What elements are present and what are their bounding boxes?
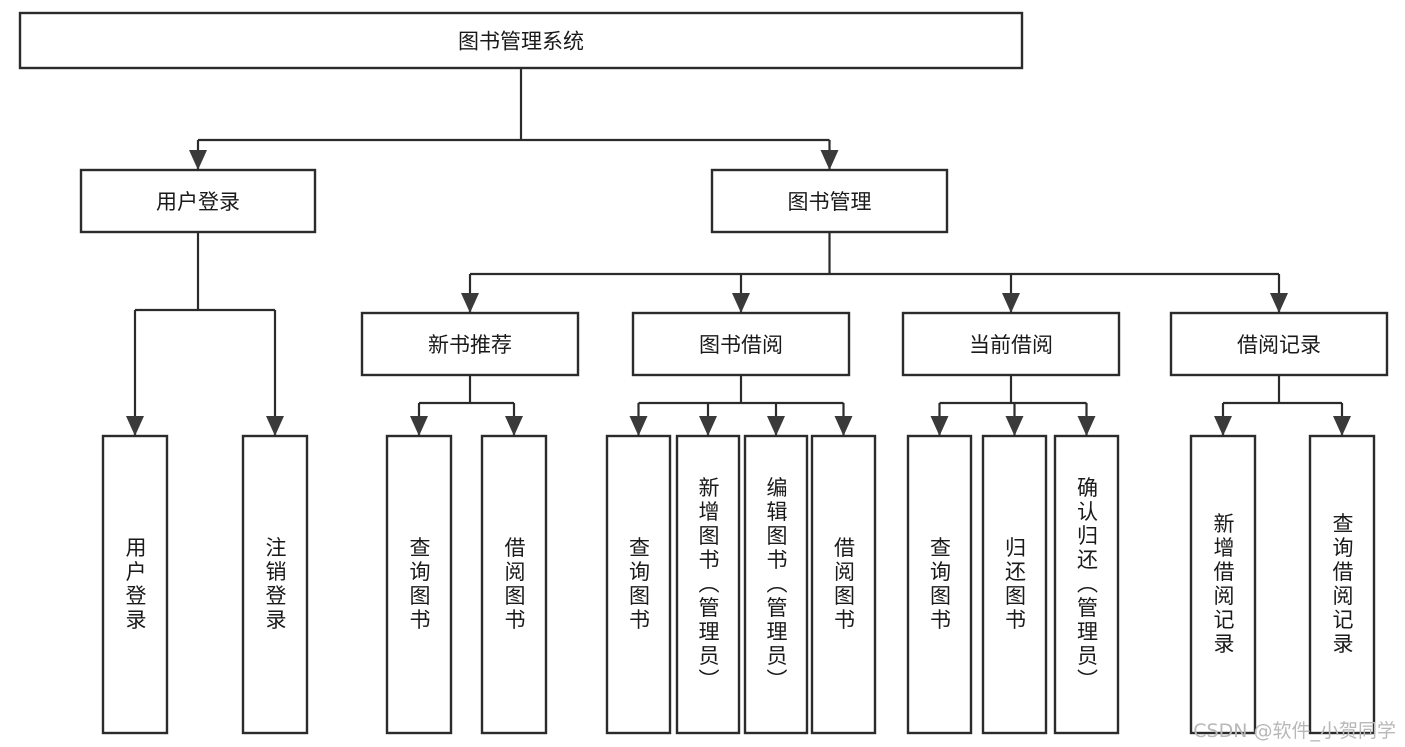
node-box-borrow-record (1169, 311, 1389, 377)
node-box-leaf-user-logout (241, 434, 309, 735)
arrow-head-icon (1077, 416, 1096, 436)
node-user-login[interactable]: 用户登录 (79, 168, 317, 234)
node-label-leaf-add-book: 新增图书（管理员） (696, 477, 720, 693)
node-leaf-user-logout[interactable]: 注销登录 (241, 434, 309, 735)
node-label-leaf-add-record: 新增借阅记录 (1211, 513, 1235, 657)
node-box-leaf-confirm-return (1053, 434, 1120, 735)
node-box-leaf-add-record (1189, 434, 1257, 735)
arrow-head-icon (461, 293, 479, 313)
node-box-leaf-edit-book (743, 434, 809, 735)
arrow-head-icon (629, 416, 648, 436)
node-leaf-add-book[interactable]: 新增图书（管理员） (675, 434, 741, 735)
connector-layer (126, 68, 1351, 436)
arrow-head-icon (1214, 416, 1232, 436)
arrow-head-icon (1005, 416, 1024, 436)
node-root[interactable]: 图书管理系统 (18, 11, 1024, 70)
node-leaf-edit-book[interactable]: 编辑图书（管理员） (743, 434, 809, 735)
node-book-borrow[interactable]: 图书借阅 (631, 311, 851, 377)
arrow-head-icon (820, 150, 839, 170)
node-leaf-query-record[interactable]: 查询借阅记录 (1308, 434, 1376, 735)
arrow-head-icon (1333, 416, 1351, 436)
node-box-leaf-query-book-borrow (605, 434, 672, 735)
node-box-current-borrow (901, 311, 1121, 377)
node-leaf-confirm-return[interactable]: 确认归还（管理员） (1053, 434, 1120, 735)
arrow-head-icon (410, 416, 428, 436)
node-book-manage[interactable]: 图书管理 (710, 168, 949, 234)
node-new-book-recommend[interactable]: 新书推荐 (360, 311, 580, 377)
node-label-book-manage: 图书管理 (788, 190, 872, 214)
node-leaf-query-book-cur[interactable]: 查询图书 (906, 434, 973, 735)
node-label-leaf-borrow-book: 借阅图书 (832, 537, 856, 633)
node-box-leaf-query-record (1308, 434, 1376, 735)
node-box-leaf-borrow-book-rec (480, 434, 548, 735)
node-box-book-manage (710, 168, 949, 234)
node-label-current-borrow: 当前借阅 (969, 333, 1053, 357)
node-box-book-borrow (631, 311, 851, 377)
node-leaf-query-book-rec[interactable]: 查询图书 (385, 434, 453, 735)
node-label-new-book-recommend: 新书推荐 (428, 333, 512, 357)
node-label-book-borrow: 图书借阅 (699, 333, 783, 357)
node-label-leaf-confirm-return: 确认归还（管理员） (1075, 477, 1099, 693)
node-leaf-user-login[interactable]: 用户登录 (101, 434, 169, 735)
node-label-leaf-borrow-book-rec: 借阅图书 (502, 537, 526, 633)
node-box-leaf-add-book (675, 434, 741, 735)
node-leaf-return-book[interactable]: 归还图书 (981, 434, 1048, 735)
node-box-user-login (79, 168, 317, 234)
arrow-head-icon (1270, 293, 1288, 313)
node-box-leaf-return-book (981, 434, 1048, 735)
node-box-leaf-query-book-cur (906, 434, 973, 735)
node-box-root (18, 11, 1024, 70)
node-label-user-login: 用户登录 (156, 190, 240, 214)
node-current-borrow[interactable]: 当前借阅 (901, 311, 1121, 377)
node-label-leaf-edit-book: 编辑图书（管理员） (764, 477, 788, 693)
watermark-label: CSDN @软件_小贺同学 (1193, 720, 1396, 742)
node-box-new-book-recommend (360, 311, 580, 377)
node-leaf-add-record[interactable]: 新增借阅记录 (1189, 434, 1257, 735)
node-borrow-record[interactable]: 借阅记录 (1169, 311, 1389, 377)
arrow-head-icon (1002, 293, 1020, 313)
node-label-leaf-query-book-borrow: 查询图书 (627, 537, 651, 633)
node-label-borrow-record: 借阅记录 (1237, 333, 1321, 357)
arrow-head-icon (834, 416, 853, 436)
node-label-root: 图书管理系统 (458, 30, 584, 54)
arrow-head-icon (767, 416, 785, 436)
arrow-head-icon (930, 416, 949, 436)
node-label-leaf-query-book-rec: 查询图书 (407, 537, 431, 633)
node-leaf-borrow-book[interactable]: 借阅图书 (810, 434, 877, 735)
arrow-head-icon (732, 293, 750, 313)
node-label-leaf-user-login: 用户登录 (123, 537, 147, 633)
arrow-head-icon (126, 416, 144, 436)
node-box-leaf-borrow-book (810, 434, 877, 735)
node-label-leaf-return-book: 归还图书 (1003, 537, 1027, 633)
arrow-head-icon (189, 150, 207, 170)
node-label-leaf-query-book-cur: 查询图书 (928, 537, 952, 633)
node-box-leaf-user-login (101, 434, 169, 735)
node-label-leaf-user-logout: 注销登录 (263, 537, 287, 633)
arrow-head-icon (699, 416, 717, 436)
node-box-leaf-query-book-rec (385, 434, 453, 735)
node-label-leaf-query-record: 查询借阅记录 (1330, 513, 1354, 657)
arrow-head-icon (266, 416, 284, 436)
node-layer: 图书管理系统用户登录图书管理新书推荐图书借阅当前借阅借阅记录用户登录注销登录查询… (18, 11, 1389, 735)
node-leaf-borrow-book-rec[interactable]: 借阅图书 (480, 434, 548, 735)
node-leaf-query-book-borrow[interactable]: 查询图书 (605, 434, 672, 735)
arrow-head-icon (505, 416, 523, 436)
